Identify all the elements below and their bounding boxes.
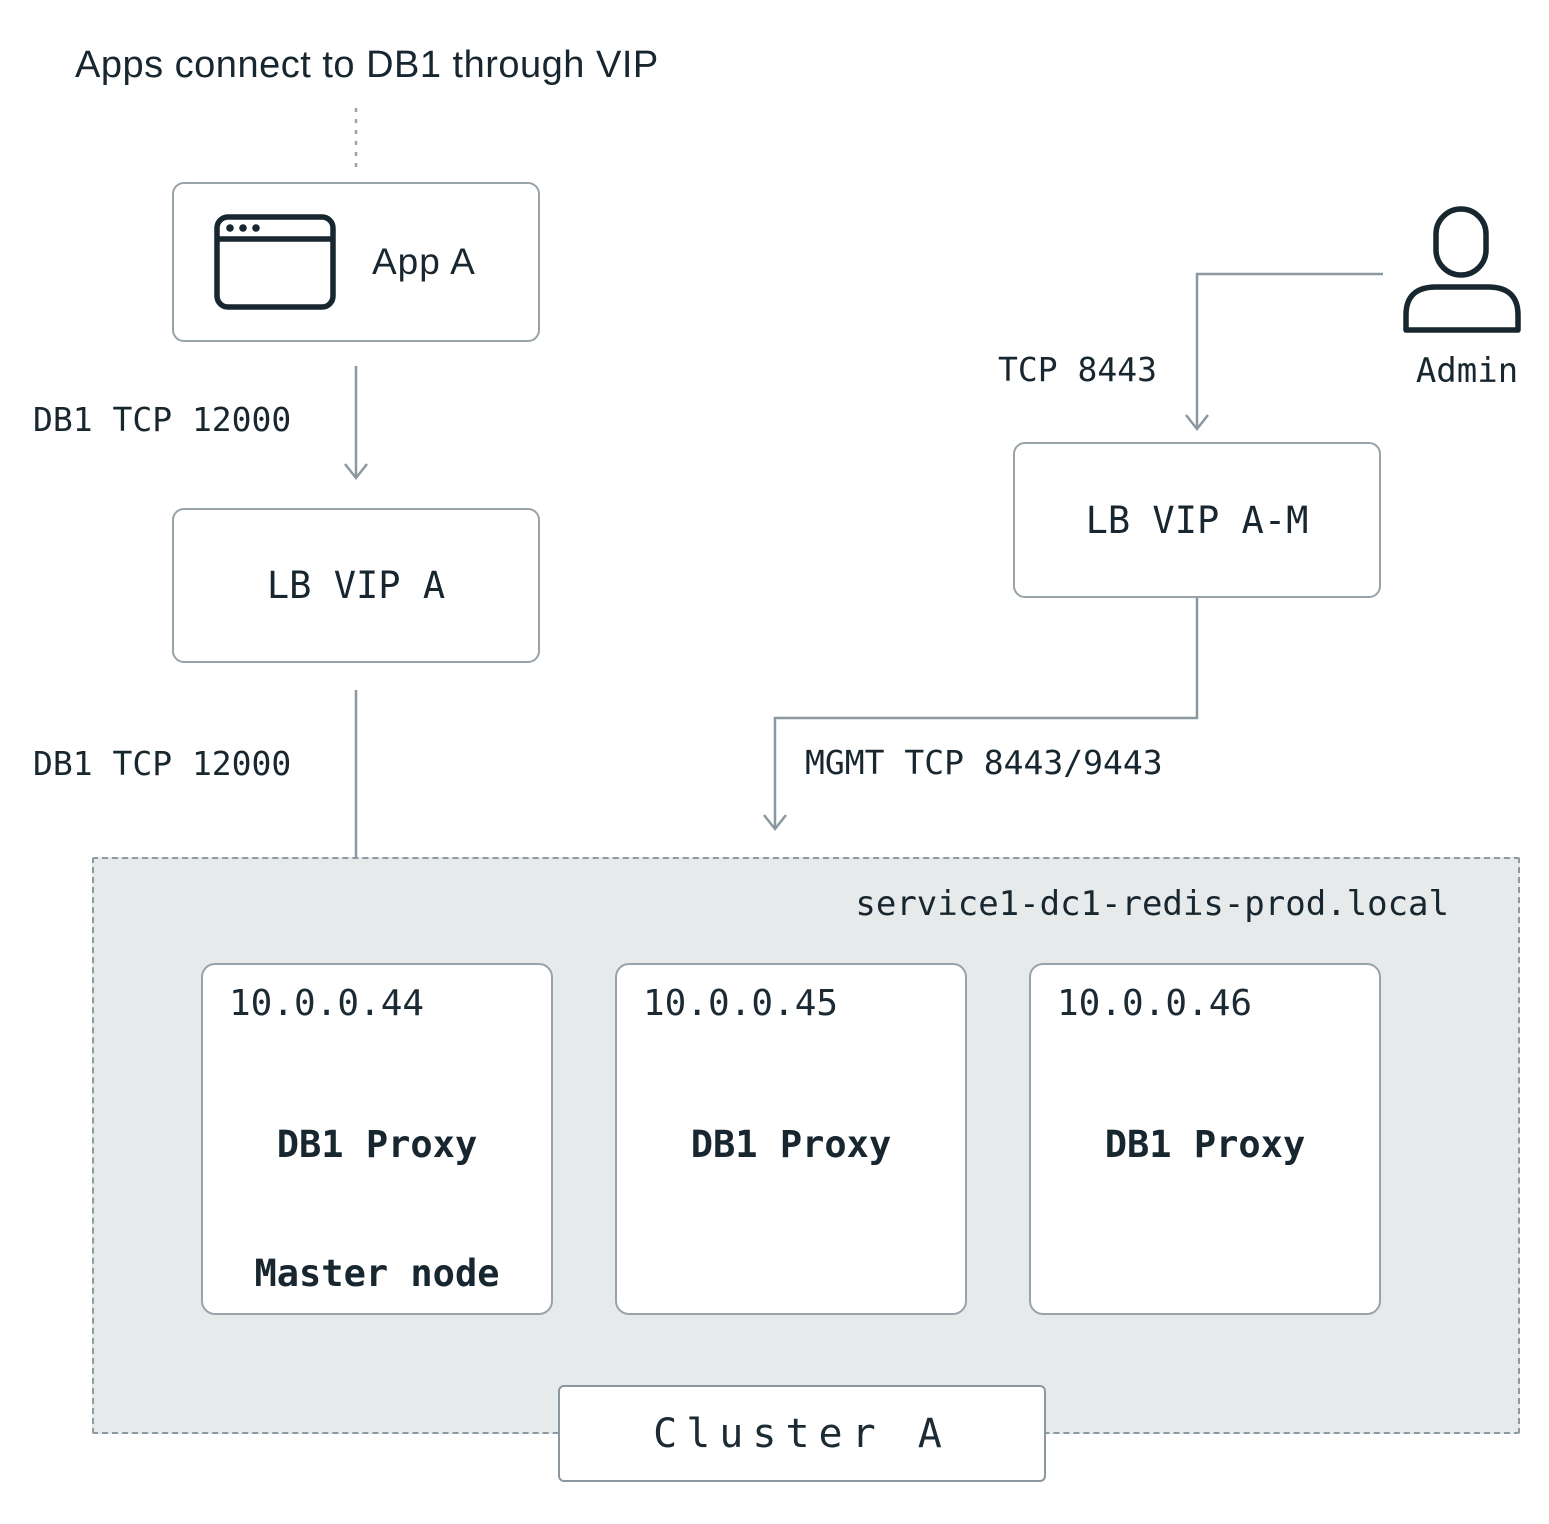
cluster-a-box: Cluster A — [558, 1385, 1046, 1482]
proxy-node-2: 10.0.0.45 DB1 Proxy — [615, 963, 967, 1315]
edge-label-db1-tcp-12000-bottom: DB1 TCP 12000 — [33, 744, 292, 783]
edge-admin-to-lb-arrowhead — [1185, 414, 1209, 432]
edge-app-to-lb-arrowhead — [344, 463, 368, 481]
node-role: DB1 Proxy — [1104, 1123, 1306, 1166]
node-note: Master node — [254, 1252, 500, 1295]
app-a-box: App A — [172, 182, 540, 342]
node-ip: 10.0.0.44 — [229, 983, 425, 1024]
app-a-label: App A — [372, 241, 476, 282]
lb-vip-am-box: LB VIP A-M — [1013, 442, 1381, 598]
proxy-node-3: 10.0.0.46 DB1 Proxy — [1029, 963, 1381, 1315]
lb-vip-a-box: LB VIP A — [172, 508, 540, 663]
lb-vip-a-label: LB VIP A — [266, 564, 446, 607]
node-ip: 10.0.0.45 — [643, 983, 839, 1024]
edge-mgmt-to-cluster-line — [773, 598, 1199, 828]
edge-label-tcp-8443: TCP 8443 — [998, 350, 1157, 389]
cluster-a-label: Cluster A — [653, 1410, 951, 1457]
person-icon — [1403, 206, 1521, 333]
edge-mgmt-to-cluster-arrowhead — [763, 814, 787, 832]
diagram-title: Apps connect to DB1 through VIP — [75, 44, 659, 86]
proxy-node-1: 10.0.0.44 DB1 Proxy Master node — [201, 963, 553, 1315]
admin-label: Admin — [1415, 351, 1519, 391]
cluster-boundary: 10.0.0.44 DB1 Proxy Master node 10.0.0.4… — [92, 857, 1520, 1434]
node-ip: 10.0.0.46 — [1057, 983, 1253, 1024]
edge-admin-to-lb-line — [1195, 272, 1383, 428]
node-role: DB1 Proxy — [690, 1123, 892, 1166]
edge-label-mgmt-tcp: MGMT TCP 8443/9443 — [805, 743, 1163, 782]
browser-window-icon — [214, 214, 336, 310]
cluster-fqdn-label: service1-dc1-redis-prod.local — [855, 884, 1449, 924]
lb-vip-am-label: LB VIP A-M — [1085, 498, 1309, 542]
edge-label-db1-tcp-12000-top: DB1 TCP 12000 — [33, 400, 292, 439]
node-role: DB1 Proxy — [276, 1123, 478, 1166]
